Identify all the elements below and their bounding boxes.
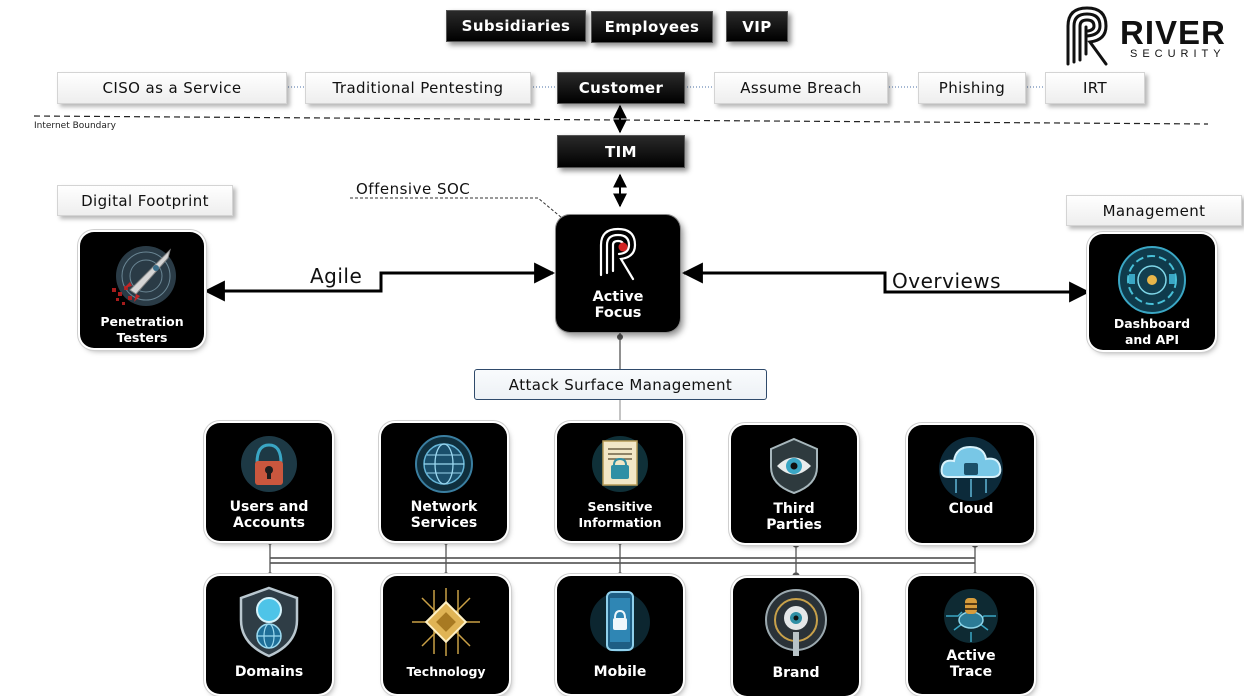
trace-circuit-icon <box>944 589 998 643</box>
subsidiaries-tab[interactable]: Subsidiaries <box>446 10 586 42</box>
third-parties-label: Third Parties <box>766 501 822 533</box>
user-lock-icon <box>241 436 297 492</box>
cloud-tile[interactable]: Cloud <box>908 425 1034 543</box>
offensive-soc-label: Offensive SOC <box>356 180 471 198</box>
cloud-label: Cloud <box>948 501 994 517</box>
active-focus-node[interactable]: Active Focus <box>556 215 680 332</box>
brand-tile[interactable]: Brand <box>733 578 859 696</box>
management-pill[interactable]: Management <box>1066 195 1242 226</box>
digital-footprint-pill[interactable]: Digital Footprint <box>57 185 233 216</box>
users-and-accounts-label: Users and Accounts <box>229 499 309 531</box>
users-and-accounts-tile[interactable]: Users and Accounts <box>206 423 332 541</box>
sensitive-information-label: Sensitive Information <box>578 499 662 530</box>
fingerprint-logo-icon <box>1066 6 1108 66</box>
active-trace-tile[interactable]: Active Trace <box>908 576 1034 694</box>
mobile-label: Mobile <box>593 664 647 680</box>
vip-tab[interactable]: VIP <box>726 11 788 42</box>
employees-tab[interactable]: Employees <box>591 11 713 43</box>
sensitive-information-tile[interactable]: Sensitive Information <box>557 423 683 541</box>
agile-label: Agile <box>310 264 363 288</box>
phishing-pill[interactable]: Phishing <box>918 72 1026 104</box>
penetration-testers-label: Penetration Testers <box>100 314 184 345</box>
chip-icon <box>412 588 480 656</box>
domains-tile[interactable]: Domains <box>206 576 332 694</box>
eye-shield-icon <box>770 437 818 495</box>
globe-shield-icon <box>239 586 299 658</box>
network-globe-icon <box>415 435 473 493</box>
river-security-logo: RIVER SECURITY <box>1060 4 1244 70</box>
fingerprint-pin-icon <box>599 227 637 281</box>
brand-eye-icon <box>765 589 827 656</box>
irt-pill[interactable]: IRT <box>1045 72 1145 104</box>
domains-label: Domains <box>234 664 304 680</box>
dashboard-and-api-label: Dashboard and API <box>1113 316 1191 347</box>
phone-lock-icon <box>590 591 650 652</box>
brand-label: Brand <box>772 665 820 681</box>
cloud-icon <box>939 437 1003 501</box>
network-services-label: Network Services <box>410 499 478 531</box>
active-trace-label: Active Trace <box>946 648 996 680</box>
customer-pill[interactable]: Customer <box>557 72 685 104</box>
traditional-pentesting-pill[interactable]: Traditional Pentesting <box>305 72 531 104</box>
logo-sub: SECURITY <box>1130 48 1226 60</box>
penetration-testers-node[interactable]: Penetration Testers <box>80 232 204 348</box>
tim-pill[interactable]: TIM <box>557 135 685 168</box>
internet-boundary-label: Internet Boundary <box>34 121 116 131</box>
overviews-label: Overviews <box>892 269 1002 293</box>
active-focus-label: Active Focus <box>592 289 644 321</box>
document-lock-icon <box>592 436 648 492</box>
logo-word: RIVER <box>1120 14 1226 51</box>
mobile-tile[interactable]: Mobile <box>557 576 683 694</box>
technology-tile[interactable]: Technology <box>383 576 509 694</box>
ciso-as-a-service-pill[interactable]: CISO as a Service <box>57 72 287 104</box>
third-parties-tile[interactable]: Third Parties <box>731 425 857 543</box>
rocket-icon <box>112 246 176 306</box>
technology-label: Technology <box>406 664 486 679</box>
attack-surface-management-pill[interactable]: Attack Surface Management <box>474 369 767 400</box>
dashboard-and-api-node[interactable]: Dashboard and API <box>1089 234 1215 350</box>
assume-breach-pill[interactable]: Assume Breach <box>714 72 888 104</box>
dashboard-icon <box>1118 246 1186 314</box>
network-services-tile[interactable]: Network Services <box>381 423 507 541</box>
